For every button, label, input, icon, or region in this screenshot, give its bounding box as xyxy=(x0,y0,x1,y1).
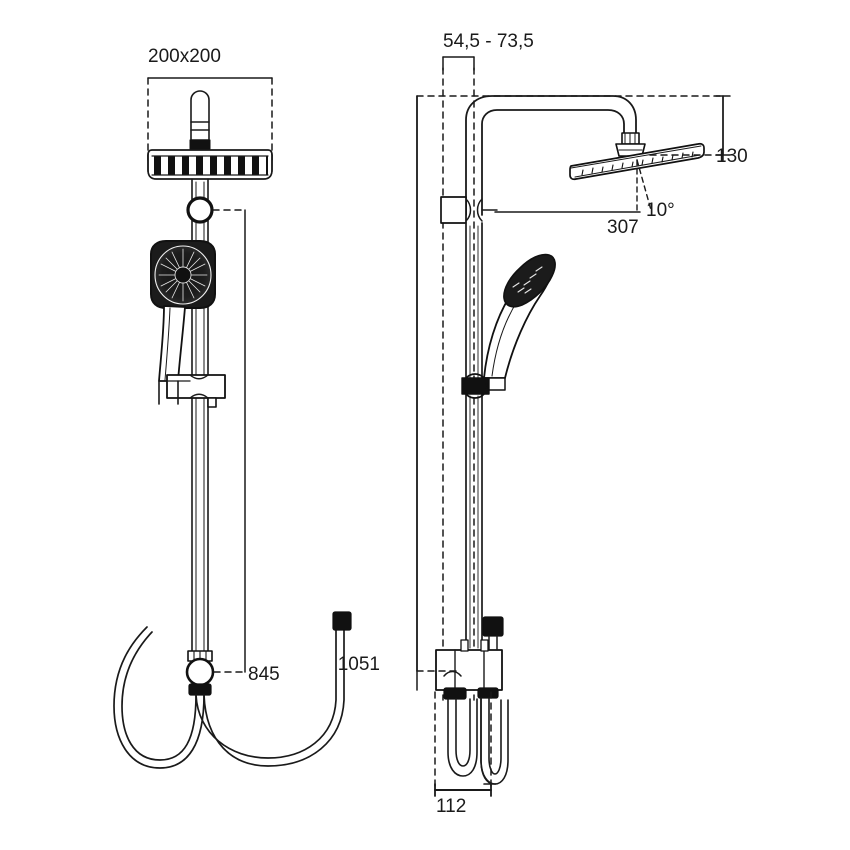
hand-shower-bracket-side xyxy=(461,373,490,399)
dim-head-height-130 xyxy=(649,95,731,156)
label-wall-offset: 54,5 - 73,5 xyxy=(443,31,534,52)
handle-bottom-front xyxy=(158,380,179,405)
label-tilt-angle: 10° xyxy=(646,200,675,221)
dim-base-depth-112 xyxy=(434,691,492,797)
head-swivel-joint-side xyxy=(615,132,646,157)
label-rail-height: 845 xyxy=(248,664,280,685)
head-connector-nut xyxy=(189,139,211,150)
label-head-height: 130 xyxy=(716,146,748,167)
shower-arm-side xyxy=(465,95,637,216)
label-arm-projection: 307 xyxy=(607,217,639,238)
dim-rail-height-845 xyxy=(212,209,246,673)
riser-pipe-side xyxy=(465,222,483,651)
riser-wall-bracket-side xyxy=(440,196,498,224)
rain-shower-head-front xyxy=(147,149,273,180)
dim-total-height-1051 xyxy=(416,95,461,672)
shower-hose-side xyxy=(447,697,509,785)
label-base-depth: 112 xyxy=(436,796,466,817)
hose-end-connector xyxy=(332,611,352,631)
label-head-size: 200x200 xyxy=(148,46,221,67)
hand-shower-side xyxy=(483,253,556,391)
shower-hose-front xyxy=(113,611,352,769)
hand-shower-front xyxy=(150,240,216,382)
label-total-height: 1051 xyxy=(338,654,380,675)
dim-wall-offset-extensions xyxy=(442,56,475,701)
head-size-extent-box xyxy=(147,77,273,161)
front-lower-diverter xyxy=(185,650,215,696)
front-upper-diverter xyxy=(186,196,214,224)
mixer-body-side xyxy=(435,639,503,700)
front-riser-stub xyxy=(190,90,210,141)
dim-tilt-angle xyxy=(636,159,652,213)
hose-end-side xyxy=(482,616,504,651)
